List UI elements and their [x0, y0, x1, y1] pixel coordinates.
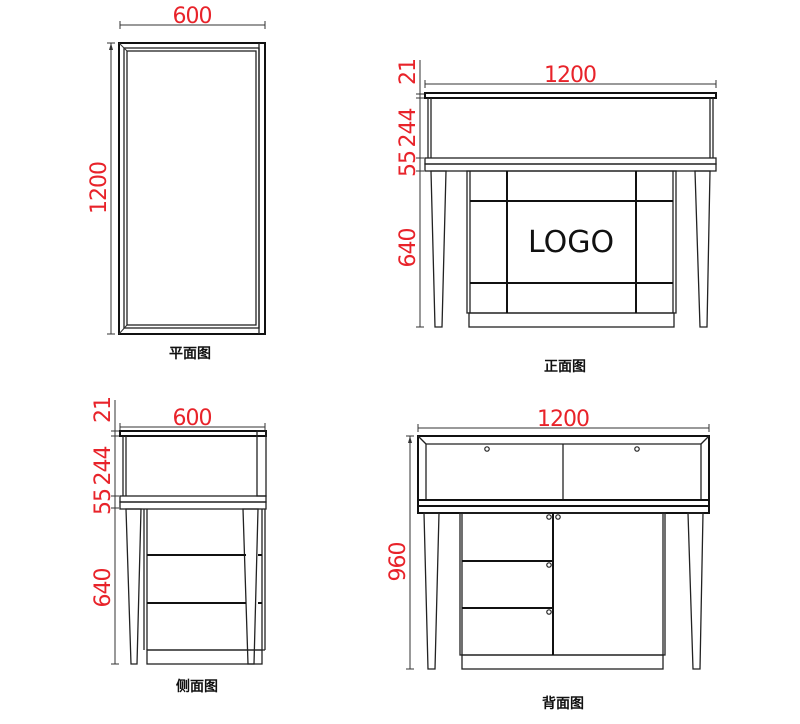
back-height-label: 960	[386, 543, 411, 582]
side-top-cap	[119, 430, 267, 437]
side-dim-55: 55	[91, 489, 116, 515]
plan-width-dimension: 600	[119, 4, 266, 29]
back-view-caption: 背面图	[542, 695, 584, 712]
plan-height-dimension: 1200	[87, 42, 115, 335]
side-dim-244: 244	[91, 447, 116, 486]
back-sliding-door-right-knob[interactable]	[634, 446, 640, 452]
side-width-label: 600	[173, 406, 212, 431]
front-view-caption: 正面图	[544, 359, 586, 375]
front-height-dimensions: 21 244 55 640	[396, 59, 424, 328]
front-left-leg	[430, 170, 447, 328]
front-dim-21: 21	[396, 59, 421, 85]
plan-view-caption: 平面图	[169, 346, 211, 362]
side-width-dimension: 600	[119, 406, 266, 431]
front-view: 1200 21 244 55 640	[396, 59, 717, 375]
back-drawer-1-knob[interactable]	[546, 514, 552, 520]
back-right-leg	[687, 512, 704, 670]
side-base-band	[119, 501, 267, 510]
back-display-case	[417, 435, 710, 507]
side-view-caption: 侧面图	[176, 678, 218, 695]
plan-width-label: 600	[173, 4, 212, 29]
front-width-dimension: 1200	[424, 63, 717, 88]
back-view: 1200 960	[386, 407, 710, 712]
back-width-label: 1200	[537, 407, 589, 432]
front-top-cap	[424, 92, 717, 99]
back-left-leg	[423, 512, 440, 670]
back-drawer-2-knob[interactable]	[546, 562, 552, 568]
back-height-dimension: 960	[386, 435, 414, 670]
front-right-leg	[694, 170, 711, 328]
side-dim-640: 640	[91, 569, 116, 608]
front-logo-text: LOGO	[528, 225, 614, 260]
front-dim-640: 640	[396, 229, 421, 268]
front-base-band	[424, 163, 717, 172]
side-right-leg	[242, 508, 259, 665]
side-left-leg	[125, 508, 142, 665]
plan-height-label: 1200	[87, 162, 112, 214]
back-drawer-3-knob[interactable]	[546, 609, 552, 615]
side-dim-21: 21	[91, 397, 116, 423]
front-dim-244: 244	[396, 109, 421, 148]
back-sliding-door-left-knob[interactable]	[484, 446, 490, 452]
side-view: 600 21 244 55 640	[91, 397, 267, 695]
back-door-knob[interactable]	[555, 514, 561, 520]
back-width-dimension: 1200	[417, 407, 710, 432]
front-dim-55: 55	[396, 151, 421, 177]
plan-outer-frame	[118, 42, 266, 335]
side-height-dimensions: 21 244 55 640	[91, 397, 119, 665]
front-width-label: 1200	[544, 63, 596, 88]
plan-view: 600 1200 平面图	[87, 4, 266, 362]
back-cabinet	[459, 512, 666, 656]
